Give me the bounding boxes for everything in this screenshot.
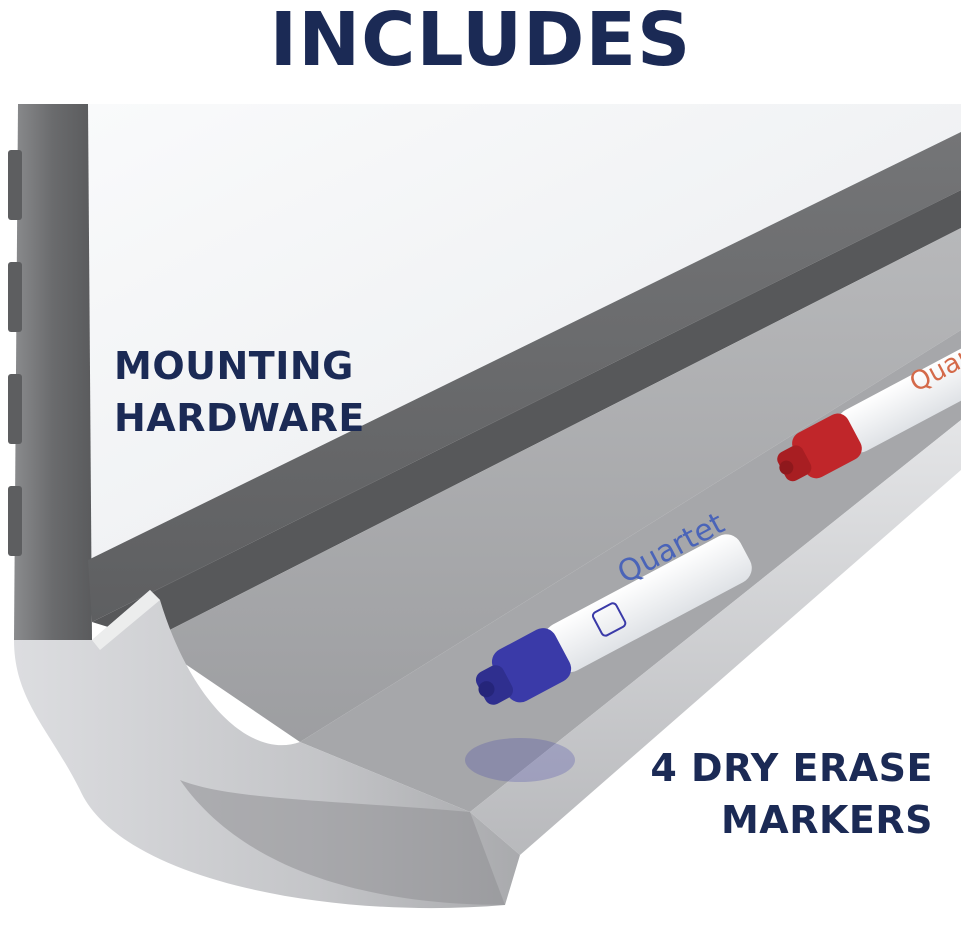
callout-markers-line1: 4 DRY ERASE xyxy=(650,746,933,790)
callout-mounting-line2: HARDWARE xyxy=(114,396,365,440)
bottom-frame xyxy=(88,132,961,622)
marker-tray-back xyxy=(150,228,961,742)
whiteboard-surface xyxy=(88,104,961,560)
blue-marker xyxy=(475,534,752,705)
callout-mounting-line1: MOUNTING xyxy=(114,344,354,388)
red-marker xyxy=(777,327,961,482)
left-frame xyxy=(14,104,92,640)
callout-dry-erase-markers: 4 DRY ERASE MARKERS xyxy=(650,742,933,846)
callout-markers-line2: MARKERS xyxy=(720,798,933,842)
callout-mounting-hardware: MOUNTING HARDWARE xyxy=(114,340,365,444)
marker-tray-lip xyxy=(470,420,961,855)
page-title: INCLUDES xyxy=(269,0,692,83)
mounting-hardware xyxy=(8,150,22,556)
